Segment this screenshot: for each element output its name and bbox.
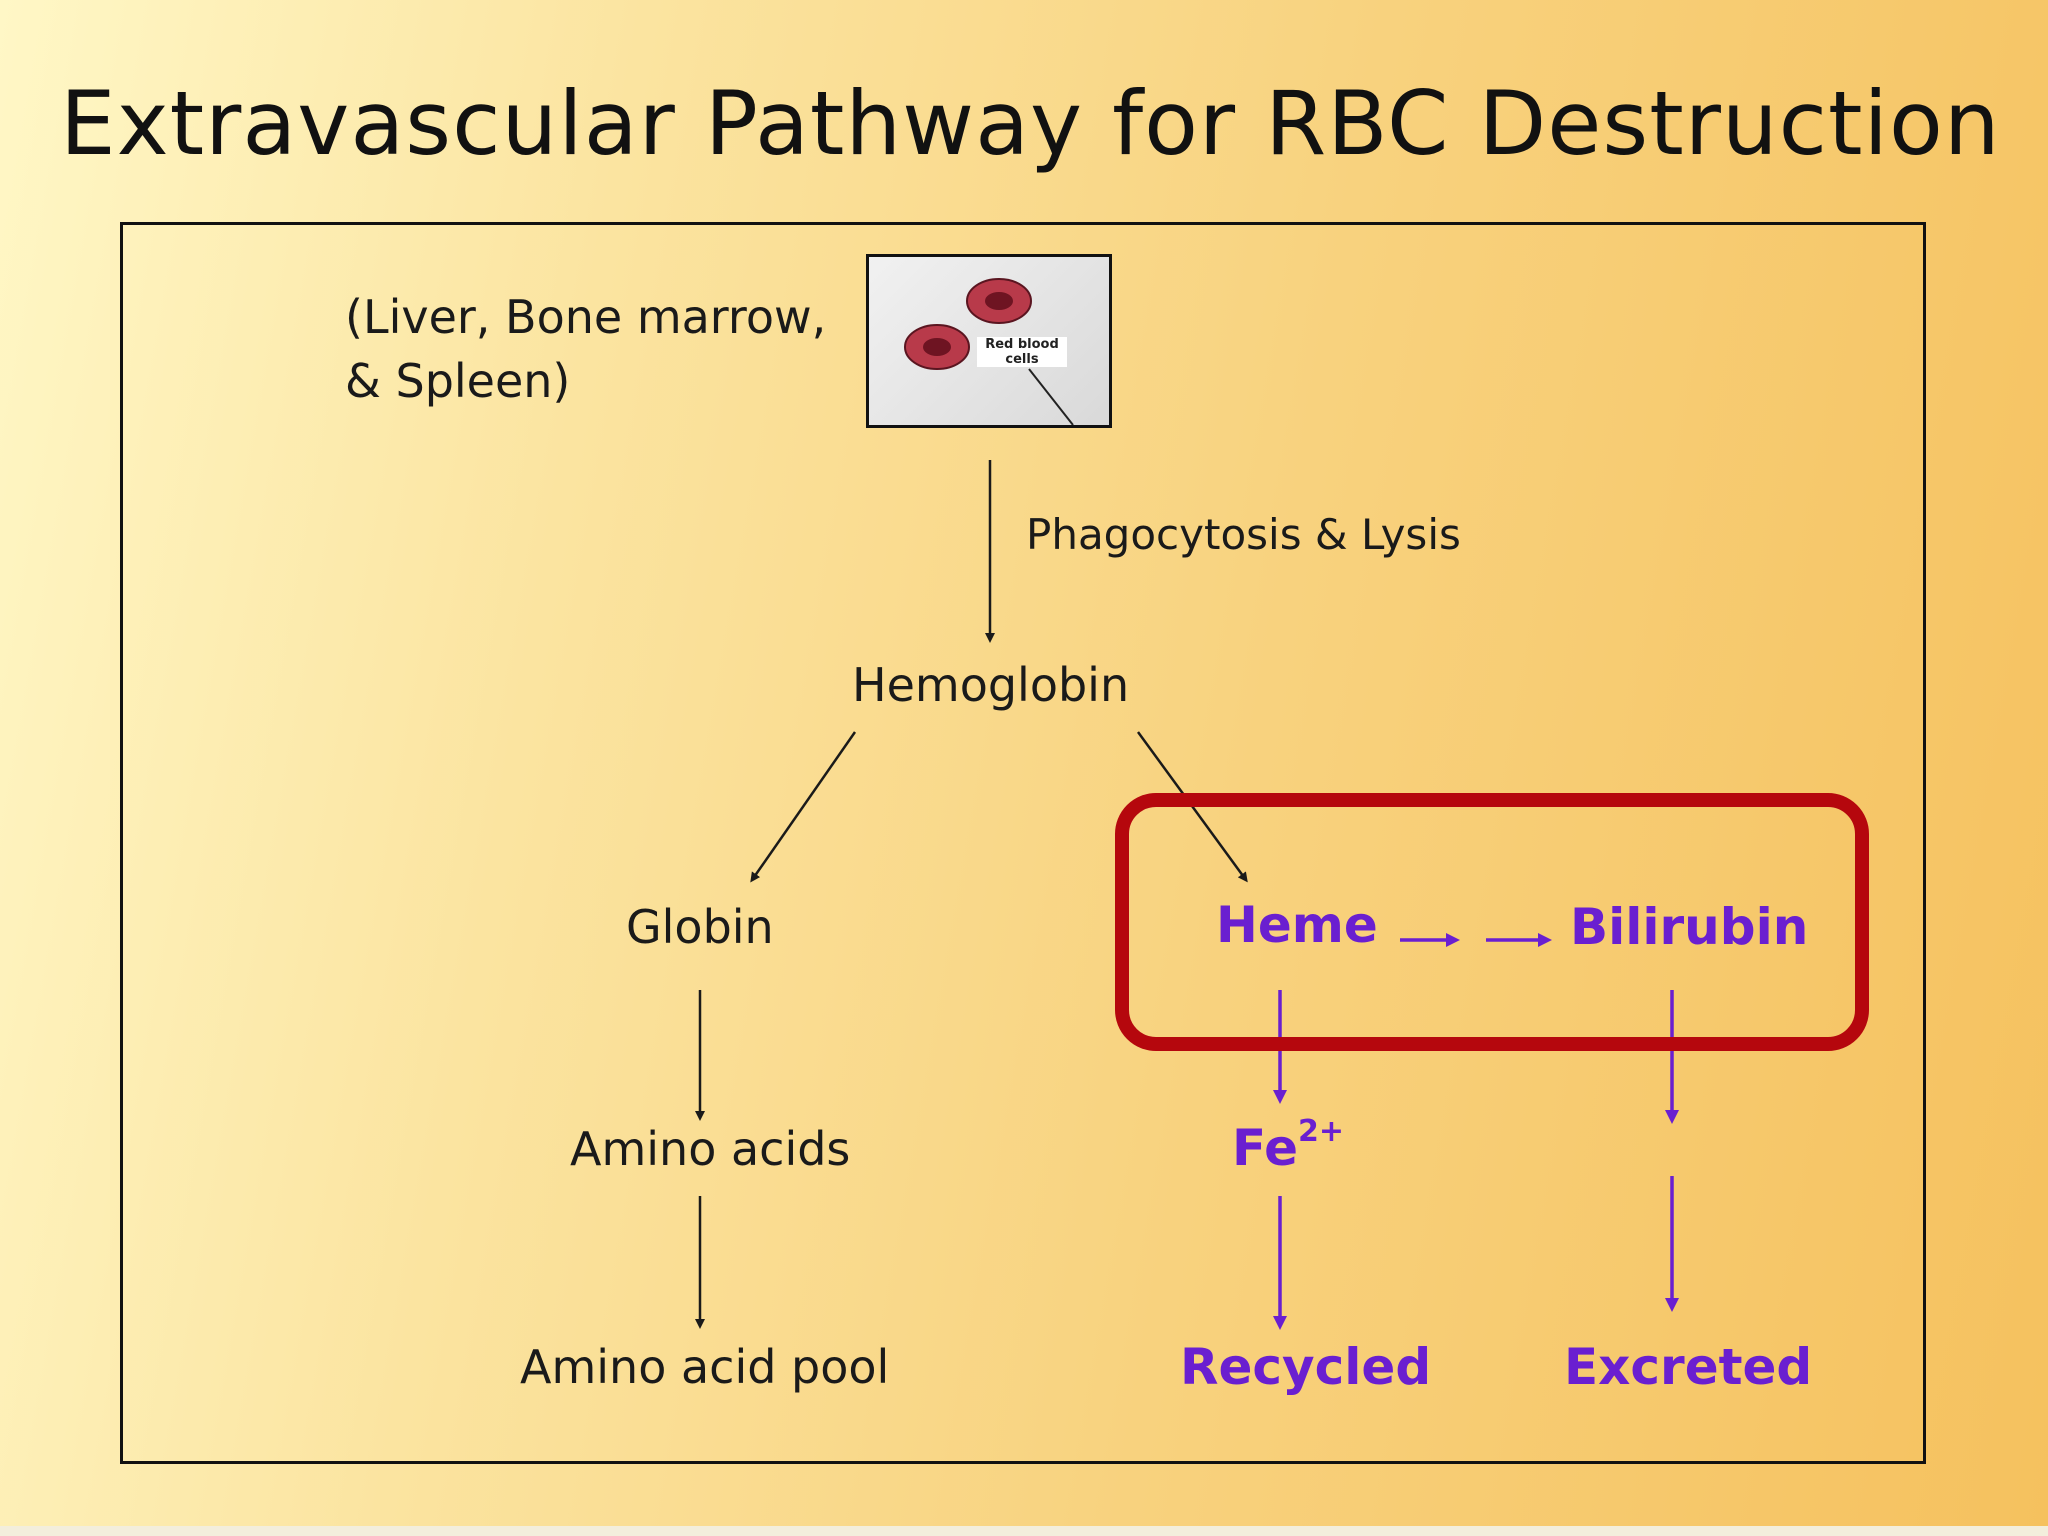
organ-location-line-1: (Liver, Bone marrow, xyxy=(345,290,827,344)
caption-line-2: cells xyxy=(1005,352,1039,367)
red-blood-cells-image: Red blood cells xyxy=(866,254,1112,428)
amino-acid-pool-label: Amino acid pool xyxy=(520,1340,890,1394)
diagram-frame xyxy=(120,222,1926,1464)
organ-location-label: (Liver, Bone marrow, & Spleen) xyxy=(345,285,826,413)
recycled-label: Recycled xyxy=(1180,1338,1432,1396)
amino-acids-label: Amino acids xyxy=(570,1122,851,1176)
phagocytosis-lysis-label: Phagocytosis & Lysis xyxy=(1026,510,1461,559)
bilirubin-label: Bilirubin xyxy=(1570,898,1809,956)
red-blood-cells-caption: Red blood cells xyxy=(977,337,1067,367)
slide-title: Extravascular Pathway for RBC Destructio… xyxy=(60,72,2001,175)
iron-charge: 2+ xyxy=(1298,1114,1345,1149)
purple-arrows xyxy=(1273,933,1679,1330)
arrow-hemoglobin-to-globin xyxy=(750,731,857,883)
organ-location-line-2: & Spleen) xyxy=(345,354,571,408)
black-arrows xyxy=(695,460,1248,1329)
globin-label: Globin xyxy=(626,900,774,954)
red-blood-cell-icon xyxy=(904,278,1074,426)
iron-symbol: Fe xyxy=(1232,1119,1299,1177)
heme-bilirubin-highlight-box xyxy=(1115,793,1869,1051)
iron-ion-label: Fe2+ xyxy=(1232,1114,1344,1177)
hemoglobin-label: Hemoglobin xyxy=(852,658,1130,712)
excreted-label: Excreted xyxy=(1564,1338,1813,1396)
caption-line-1: Red blood xyxy=(985,337,1059,352)
bottom-band xyxy=(0,1526,2048,1536)
heme-label: Heme xyxy=(1216,896,1378,954)
